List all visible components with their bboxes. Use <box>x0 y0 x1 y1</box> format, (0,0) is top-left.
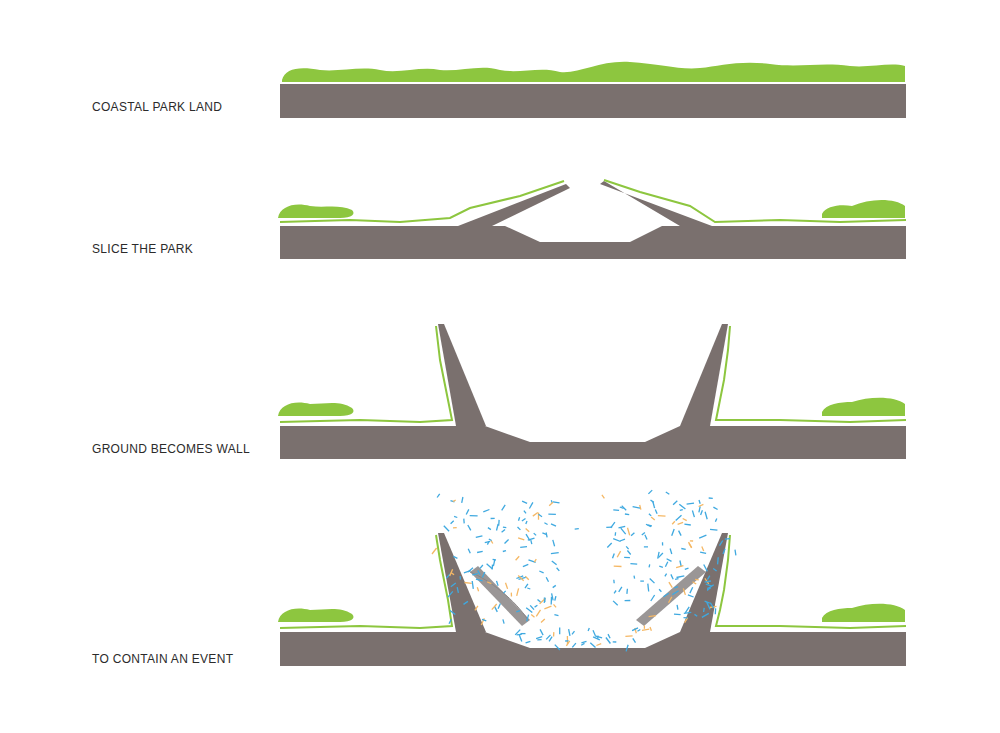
step-label: COASTAL PARK LAND <box>92 100 222 114</box>
step-label: SLICE THE PARK <box>92 242 193 256</box>
step-label: TO CONTAIN AN EVENT <box>92 652 233 666</box>
step-label: GROUND BECOMES WALL <box>92 442 250 456</box>
park-section-2 <box>278 180 906 259</box>
park-section-1 <box>280 62 906 118</box>
park-section-4 <box>278 490 906 666</box>
park-section-3 <box>278 324 906 459</box>
event-particles <box>432 490 736 651</box>
